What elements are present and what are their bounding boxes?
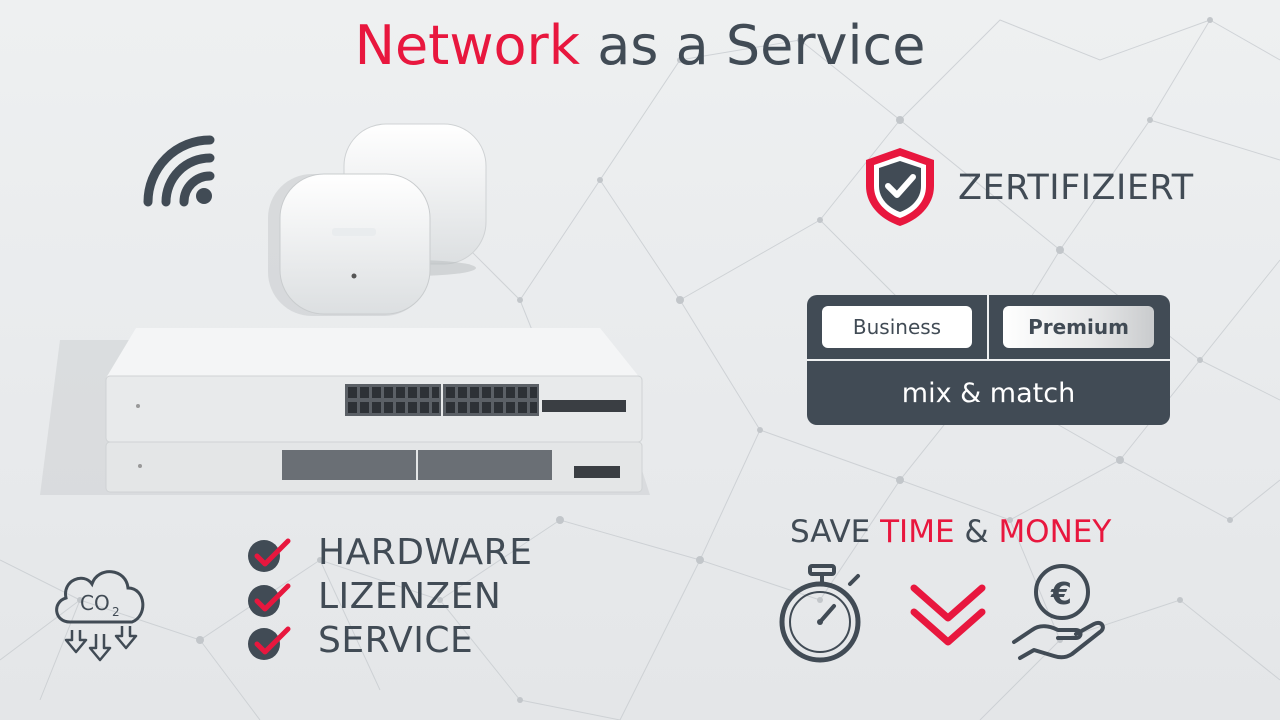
certified-label: ZERTIFIZIERT: [958, 168, 1194, 208]
co2-cloud-icon: CO 2: [55, 570, 145, 662]
package-panel: Business Premium mix & match: [807, 295, 1170, 425]
save-time-text: TIME: [880, 514, 955, 550]
check-icon: [248, 583, 291, 617]
title-rest: as a Service: [580, 14, 926, 77]
checklist-item-hardware: HARDWARE: [318, 532, 533, 573]
page-title: Network as a Service: [0, 14, 1280, 77]
panel-divider-vertical: [987, 295, 989, 359]
mix-and-match-label: mix & match: [901, 377, 1076, 409]
double-chevron-down-icon: [910, 584, 986, 646]
wifi-icon: [143, 135, 215, 207]
title-accent: Network: [354, 14, 581, 77]
panel-divider-horizontal: [807, 359, 1170, 361]
save-money-text: MONEY: [998, 514, 1112, 550]
co2-text: CO: [80, 591, 110, 615]
access-points-image: [268, 123, 487, 316]
save-amp-text: &: [954, 514, 999, 550]
save-text: SAVE: [790, 514, 881, 550]
euro-hand-icon: €: [1012, 564, 1105, 660]
shield-check-icon: [866, 148, 934, 226]
premium-package-button[interactable]: Premium: [1003, 306, 1154, 348]
business-package-button[interactable]: Business: [822, 306, 972, 348]
check-icon: [248, 626, 291, 660]
check-icon: [248, 538, 291, 572]
stopwatch-icon: [779, 564, 861, 663]
network-switches-image: [40, 328, 650, 495]
checklist-item-service: SERVICE: [318, 620, 474, 661]
save-time-money-heading: SAVE TIME & MONEY: [790, 514, 1111, 550]
svg-text:€: €: [1050, 577, 1072, 612]
co2-subscript: 2: [112, 605, 120, 619]
checklist-item-lizenzen: LIZENZEN: [318, 576, 502, 617]
